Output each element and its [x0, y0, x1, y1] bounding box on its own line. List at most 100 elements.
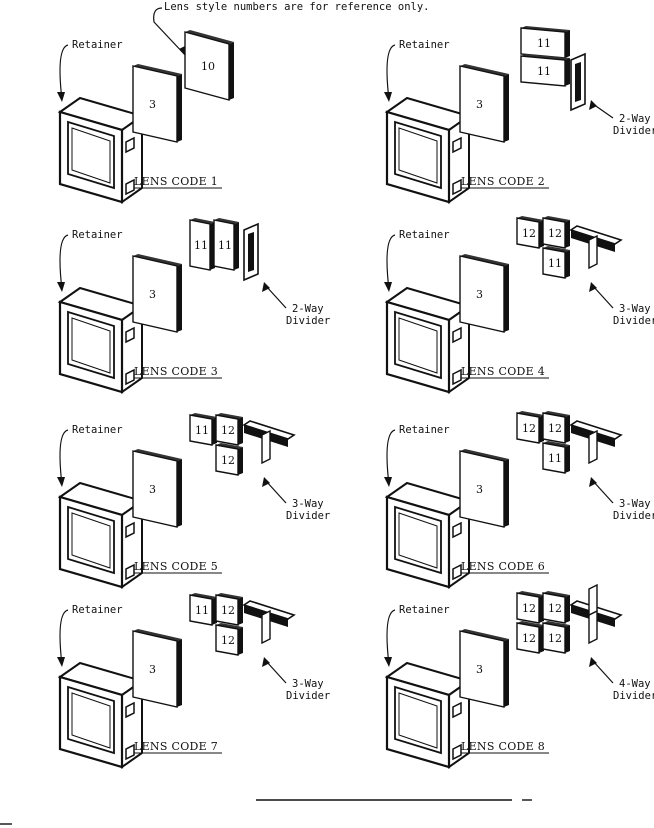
lens-3-plate: 3 — [459, 629, 509, 708]
retainer-label: Retainer — [72, 39, 123, 51]
lens-12-plate: 12 — [516, 411, 544, 444]
retainer-leader — [386, 609, 396, 666]
divider-part — [242, 600, 296, 645]
retainer-frame — [57, 286, 145, 394]
divider-leader — [592, 285, 614, 309]
lens-code-caption: LENS CODE 7 — [134, 740, 218, 753]
lens-11-plate: 11 — [542, 246, 570, 279]
retainer-label: Retainer — [399, 424, 450, 436]
lens-code-caption: LENS CODE 6 — [461, 560, 545, 573]
lens-11-plate: 11 — [542, 441, 570, 474]
lens-number: 3 — [476, 288, 483, 301]
retainer-label: Retainer — [72, 604, 123, 616]
lens-12-plate: 12 — [542, 411, 570, 444]
lens-number: 11 — [195, 424, 209, 437]
divider-word-label: Divider — [286, 510, 330, 522]
divider-leader — [592, 480, 614, 504]
lens-3-plate: 3 — [132, 64, 182, 143]
retainer-leader — [59, 429, 69, 486]
divider-arrowhead — [589, 477, 597, 487]
retainer-label: Retainer — [72, 424, 123, 436]
divider-leader — [265, 660, 287, 684]
lens-3-plate: 3 — [132, 449, 182, 528]
divider-part — [570, 52, 586, 112]
retainer-leader — [386, 234, 396, 291]
retainer-leader — [59, 44, 69, 101]
lens-12-plate: 12 — [215, 413, 243, 446]
lens-number: 12 — [548, 602, 562, 615]
lens-number: 11 — [537, 37, 551, 50]
retainer-label: Retainer — [399, 39, 450, 51]
divider-type-label: 3-Way — [292, 678, 324, 690]
divider-arrowhead — [262, 657, 270, 667]
divider-type-label: 2-Way — [292, 303, 324, 315]
lens-number: 3 — [149, 98, 156, 111]
lens-number: 3 — [476, 663, 483, 676]
lens-3-plate: 3 — [132, 254, 182, 333]
lens-number: 11 — [218, 239, 232, 252]
lens-number: 11 — [548, 452, 562, 465]
divider-part — [243, 222, 259, 282]
lens-11-plate: 11 — [189, 413, 217, 446]
retainer-arrowhead — [57, 92, 65, 102]
divider-word-label: Divider — [613, 125, 654, 137]
retainer-arrowhead — [384, 282, 392, 292]
header-leader — [153, 7, 187, 57]
lens-number: 11 — [537, 65, 551, 78]
retainer-frame — [57, 661, 145, 769]
lens-number: 3 — [149, 483, 156, 496]
lens-code-caption: LENS CODE 4 — [461, 365, 545, 378]
lens-number: 12 — [522, 632, 536, 645]
lens-number: 3 — [476, 98, 483, 111]
retainer-leader — [59, 234, 69, 291]
header-arrowhead — [179, 46, 186, 56]
lens-number: 3 — [149, 663, 156, 676]
divider-word-label: Divider — [613, 510, 654, 522]
retainer-frame — [384, 286, 472, 394]
lens-12-plate: 12 — [516, 621, 544, 654]
retainer-leader — [386, 44, 396, 101]
divider-part — [569, 583, 623, 645]
lens-12-plate: 12 — [516, 591, 544, 624]
retainer-arrowhead — [384, 657, 392, 667]
lens-number: 12 — [522, 227, 536, 240]
retainer-arrowhead — [57, 282, 65, 292]
lens-12-plate: 12 — [542, 591, 570, 624]
lens-number: 12 — [522, 422, 536, 435]
lens-3-plate: 3 — [132, 629, 182, 708]
lens-code-caption: LENS CODE 2 — [461, 175, 545, 188]
lens-12-plate: 12 — [542, 621, 570, 654]
lens-11-plate: 11 — [189, 593, 217, 626]
lens-number: 12 — [548, 632, 562, 645]
lens-code-caption: LENS CODE 1 — [134, 175, 218, 188]
lens-code-caption: LENS CODE 8 — [461, 740, 545, 753]
divider-leader — [265, 480, 287, 504]
lens-11-plate: 11 — [520, 26, 570, 59]
retainer-label: Retainer — [399, 604, 450, 616]
divider-part — [569, 225, 623, 270]
retainer-label: Retainer — [72, 229, 123, 241]
lens-12-plate: 12 — [542, 216, 570, 249]
lens-12-plate: 12 — [215, 623, 243, 656]
lens-number: 11 — [194, 239, 208, 252]
lens-11-plate: 11 — [189, 218, 215, 271]
lens-number: 12 — [221, 604, 235, 617]
lens-number: 12 — [522, 602, 536, 615]
lens-12-plate: 12 — [215, 593, 243, 626]
lens-11-plate: 11 — [520, 54, 570, 87]
lens-number: 12 — [221, 634, 235, 647]
lens-code-caption: LENS CODE 3 — [134, 365, 218, 378]
lens-3-plate: 3 — [459, 449, 509, 528]
retainer-frame — [384, 661, 472, 769]
lens-number: 12 — [221, 424, 235, 437]
lens-number: 3 — [149, 288, 156, 301]
divider-word-label: Divider — [286, 315, 330, 327]
divider-arrowhead — [262, 282, 270, 292]
divider-arrowhead — [589, 100, 597, 110]
